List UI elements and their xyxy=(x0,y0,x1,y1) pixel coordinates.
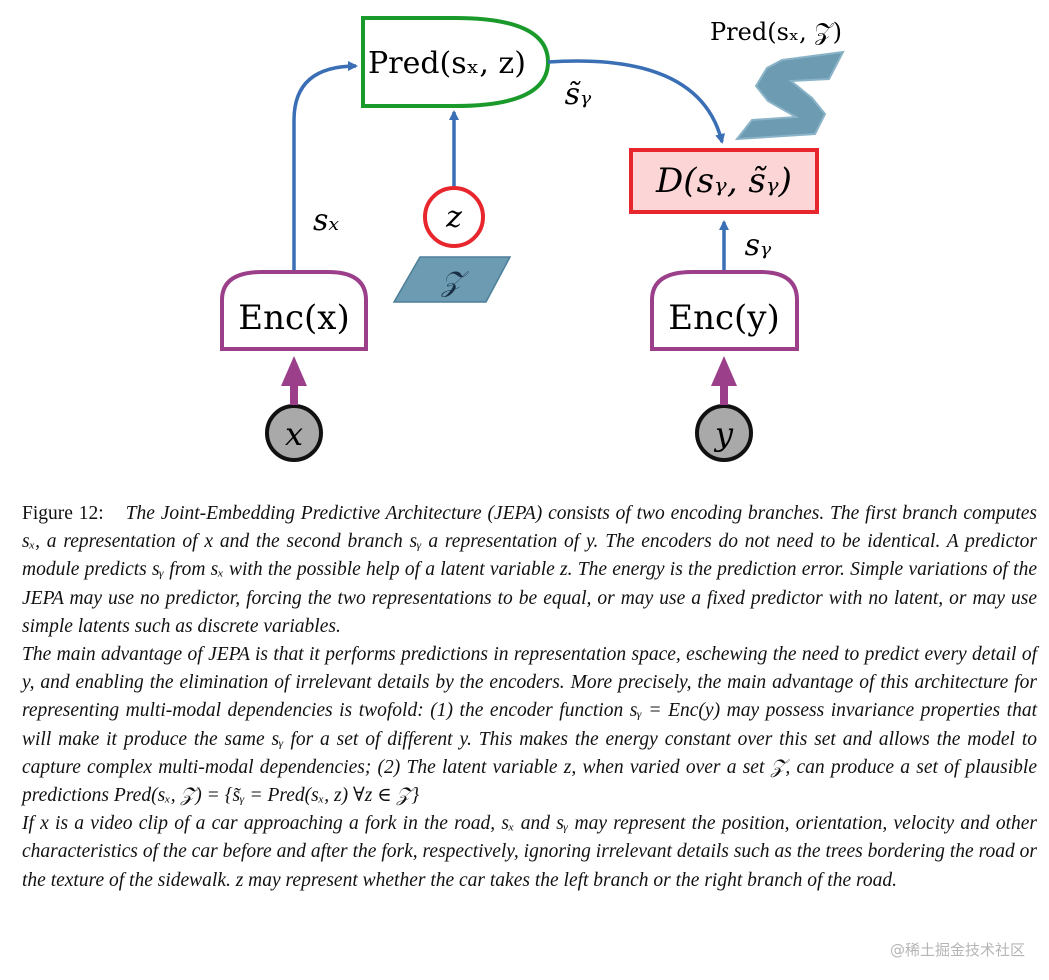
caption-paragraph-2: The main advantage of JEPA is that it pe… xyxy=(22,641,1037,810)
caption-text-3: If x is a video clip of a car approachin… xyxy=(22,813,1037,891)
edge-predictor-to-energy xyxy=(547,59,725,144)
caption-text-2: The main advantage of JEPA is that it pe… xyxy=(22,644,1037,807)
prediction-set-label: Pred(sₓ, 𝒵) xyxy=(710,18,842,46)
energy-label: D(sᵧ, s̃ᵧ) xyxy=(655,161,792,201)
predictor-label: Pred(sₓ, z) xyxy=(368,46,526,81)
figure-label: Figure 12: xyxy=(22,503,104,524)
input-y-node xyxy=(695,404,753,462)
latent-z-node xyxy=(423,186,485,248)
latent-z-label: z xyxy=(445,200,462,235)
edge-sy-label: sᵧ xyxy=(745,228,772,263)
watermark: @稀土掘金技术社区 xyxy=(889,941,1025,959)
figure-caption: Figure 12:The Joint-Embedding Predictive… xyxy=(22,500,1037,895)
jepa-diagram: Pred(sₓ, z) s̃ᵧ Pred(sₓ, 𝒵) D(sᵧ, s̃ᵧ) z… xyxy=(220,16,845,462)
encoder-x-label: Enc(x) xyxy=(238,298,349,338)
predicted-sy-label: s̃ᵧ xyxy=(565,77,592,112)
caption-text-1: The Joint-Embedding Predictive Architect… xyxy=(22,503,1037,637)
input-x-node xyxy=(265,404,323,462)
predictor-block xyxy=(361,16,551,108)
edge-y-to-encoder xyxy=(711,356,737,405)
input-x-label: x xyxy=(285,415,303,453)
caption-paragraph-1: Figure 12:The Joint-Embedding Predictive… xyxy=(22,500,1037,641)
encoder-y-label: Enc(y) xyxy=(668,298,780,338)
energy-block xyxy=(629,148,819,214)
latent-set-shape xyxy=(392,256,512,303)
caption-paragraph-3: If x is a video clip of a car approachin… xyxy=(22,810,1037,895)
encoder-y-block xyxy=(650,270,799,351)
edge-x-to-encoder xyxy=(281,356,307,405)
edge-encoder-x-to-predictor xyxy=(292,61,358,270)
prediction-set-shape xyxy=(734,50,845,141)
edge-sx-label: sₓ xyxy=(313,203,339,238)
input-y-label: y xyxy=(713,415,734,453)
encoder-x-block xyxy=(220,270,368,351)
